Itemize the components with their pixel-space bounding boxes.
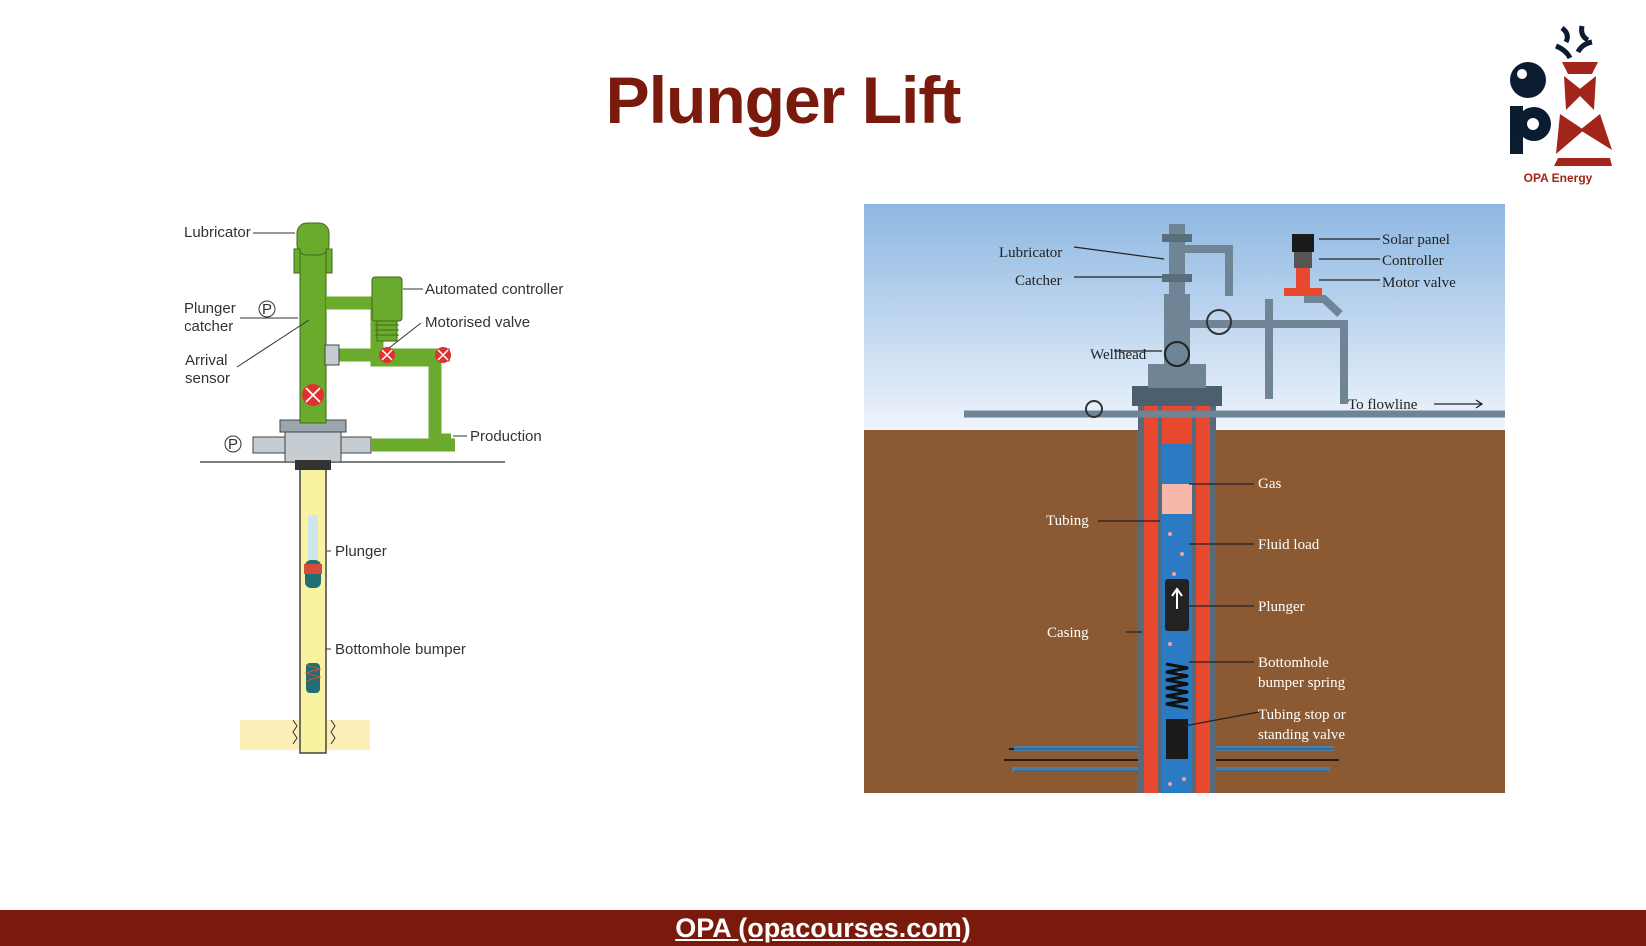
slide-title: Plunger Lift	[605, 63, 962, 137]
label-motorised-valve: Motorised valve	[425, 314, 530, 331]
label-plunger-catcher: Plunger	[185, 300, 236, 317]
svg-text:P: P	[228, 436, 238, 453]
footer-bar: OPA (opacourses.com)	[0, 910, 1646, 946]
pressure-gauge-icon: P	[224, 435, 242, 453]
tubing-stop-icon	[1166, 719, 1188, 759]
gas-zone	[1162, 484, 1192, 514]
label-plunger-catcher: catcher	[185, 318, 233, 335]
label-wellhead: Wellhead	[1090, 347, 1147, 363]
footer-website-link[interactable]: OPA (opacourses.com)	[675, 913, 971, 943]
label-controller: Controller	[1382, 253, 1444, 269]
label-lubricator: Lubricator	[185, 224, 251, 241]
label-automated-controller: Automated controller	[425, 281, 563, 298]
label-to-flowline: To flowline	[1348, 397, 1418, 413]
lubricator	[296, 222, 330, 256]
gate-valve-icon	[324, 344, 340, 366]
pressure-gauge-icon: P	[258, 300, 276, 318]
label-tubing-stop: Tubing stop or	[1258, 707, 1346, 723]
logo-derrick-icon	[1554, 62, 1612, 166]
automated-controller-icon	[371, 276, 403, 342]
arrow-right-icon	[1434, 399, 1484, 409]
motorised-valve-icon	[379, 347, 395, 363]
opa-energy-logo-icon: OPA Energy	[1510, 25, 1612, 185]
motor-valve-icon	[1296, 268, 1310, 288]
label-bumper-spring: bumper spring	[1258, 675, 1346, 691]
gauge-icon	[1085, 400, 1103, 418]
plunger-icon	[304, 560, 322, 588]
label-solar-panel: Solar panel	[1382, 232, 1450, 248]
wellhead	[252, 419, 372, 470]
valve-icon	[435, 347, 451, 363]
valve-wheel-icon	[1206, 309, 1232, 335]
logo-p-icon	[1510, 106, 1551, 154]
bottomhole-bumper-icon	[304, 663, 322, 693]
label-production: Production	[470, 428, 542, 445]
label-bumper-spring: Bottomhole	[1258, 655, 1329, 671]
label-bottomhole-bumper: Bottomhole bumper	[335, 641, 466, 658]
tubing	[299, 462, 327, 754]
label-motor-valve: Motor valve	[1382, 275, 1456, 291]
label-lubricator: Lubricator	[999, 245, 1062, 261]
label-tubing-stop: standing valve	[1258, 727, 1345, 743]
logo-spray-icon	[1555, 25, 1593, 60]
wellhead	[1132, 224, 1222, 406]
controller-icon	[1294, 252, 1312, 268]
bumper-spring-icon	[1165, 662, 1189, 710]
plunger-lift-schematic-left: P P Lubricator Plunger catcher Arrival s…	[185, 222, 563, 754]
label-casing: Casing	[1047, 625, 1089, 641]
plunger-icon	[1165, 579, 1189, 631]
label-arrival-sensor: Arrival	[185, 352, 228, 369]
logo-o-icon	[1510, 62, 1546, 98]
label-fluid-load: Fluid load	[1258, 537, 1320, 553]
logo-caption: OPA Energy	[1524, 171, 1593, 185]
label-gas: Gas	[1258, 476, 1281, 492]
solar-panel-icon	[1292, 234, 1314, 252]
plunger-lift-illustration-right: Lubricator Catcher Wellhead Solar panel …	[864, 204, 1505, 793]
label-plunger: Plunger	[335, 543, 387, 560]
surface-piping	[1185, 245, 1348, 404]
label-plunger: Plunger	[1258, 599, 1305, 615]
label-arrival-sensor: sensor	[185, 370, 230, 387]
label-catcher: Catcher	[1015, 273, 1062, 289]
svg-text:P: P	[262, 301, 272, 318]
master-valve-icon	[302, 384, 324, 406]
label-tubing: Tubing	[1046, 513, 1089, 529]
